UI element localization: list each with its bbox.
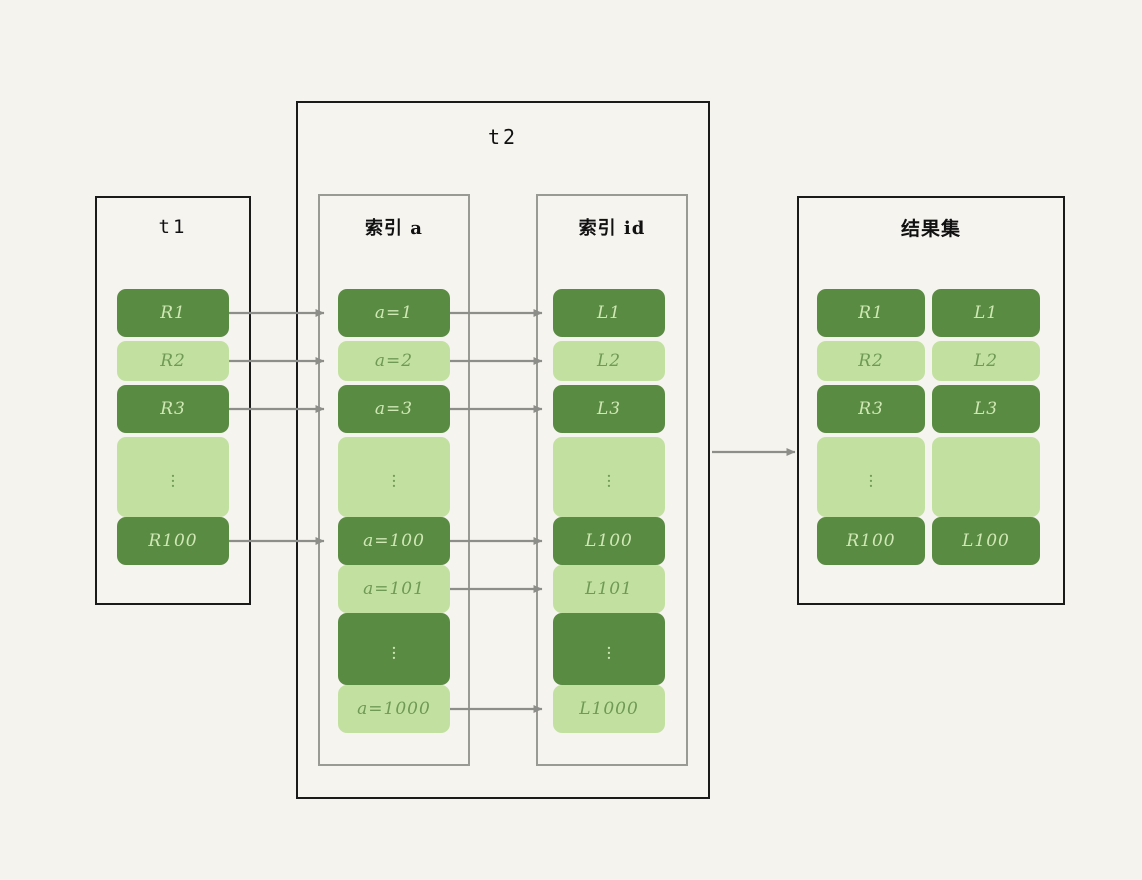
result-row-3-right: [932, 437, 1040, 517]
result-row-0-left: R1: [817, 289, 925, 337]
cell-label: R1: [858, 303, 884, 323]
cell-label: L1: [973, 303, 999, 323]
cell-label: R3: [160, 399, 186, 419]
index-id-row-7: L1000: [553, 685, 665, 733]
index-id-row-1: L2: [553, 341, 665, 381]
ellipsis-icon: ...: [868, 461, 874, 492]
result-row-3-left: ...: [817, 437, 925, 517]
t1-row-1: R2: [117, 341, 229, 381]
index-a-row-0: a=1: [338, 289, 450, 337]
cell-label: L3: [596, 399, 622, 419]
ellipsis-icon: ...: [391, 633, 397, 664]
result-row-2-left: R3: [817, 385, 925, 433]
cell-label: L3: [973, 399, 999, 419]
index-a-row-2: a=3: [338, 385, 450, 433]
index-a-row-4: a=100: [338, 517, 450, 565]
cell-label: L1: [596, 303, 622, 323]
t1-row-0: R1: [117, 289, 229, 337]
cell-label: L100: [962, 531, 1010, 551]
cell-label: a=100: [363, 531, 425, 551]
cell-label: a=101: [363, 579, 425, 599]
result-row-1-left: R2: [817, 341, 925, 381]
subpanel-index-a-title: 索引 a: [365, 218, 423, 239]
index-id-row-0: L1: [553, 289, 665, 337]
cell-label: a=3: [374, 399, 414, 419]
cell-label: L2: [973, 351, 999, 371]
result-row-2-right: L3: [932, 385, 1040, 433]
cell-label: a=1000: [357, 699, 431, 719]
cell-label: L101: [585, 579, 633, 599]
cell-label: R2: [858, 351, 884, 371]
cell-label: a=1: [374, 303, 414, 323]
ellipsis-icon: ...: [606, 461, 612, 492]
cell-label: L2: [596, 351, 622, 371]
index-a-row-3: ...: [338, 437, 450, 517]
panel-t1-title: t1: [158, 216, 188, 238]
t1-row-3: ...: [117, 437, 229, 517]
index-a-row-5: a=101: [338, 565, 450, 613]
index-a-row-1: a=2: [338, 341, 450, 381]
panel-t2-title: t2: [487, 125, 519, 149]
cell-label: L1000: [579, 699, 639, 719]
ellipsis-icon: ...: [606, 633, 612, 664]
t1-row-2: R3: [117, 385, 229, 433]
index-id-row-6: ...: [553, 613, 665, 685]
cell-label: R2: [160, 351, 186, 371]
panel-result-title: 结果集: [900, 218, 961, 240]
cell-label: R100: [846, 531, 896, 551]
result-row-4-left: R100: [817, 517, 925, 565]
result-row-1-right: L2: [932, 341, 1040, 381]
index-id-row-4: L100: [553, 517, 665, 565]
ellipsis-icon: ...: [170, 461, 176, 492]
t1-row-4: R100: [117, 517, 229, 565]
result-row-0-right: L1: [932, 289, 1040, 337]
index-a-row-7: a=1000: [338, 685, 450, 733]
index-id-row-5: L101: [553, 565, 665, 613]
ellipsis-icon: ...: [391, 461, 397, 492]
cell-label: R3: [858, 399, 884, 419]
result-row-4-right: L100: [932, 517, 1040, 565]
cell-label: R1: [160, 303, 186, 323]
index-id-row-3: ...: [553, 437, 665, 517]
index-id-row-2: L3: [553, 385, 665, 433]
cell-label: R100: [148, 531, 198, 551]
cell-label: a=2: [374, 351, 414, 371]
cell-label: L100: [585, 531, 633, 551]
subpanel-index-id-title: 索引 id: [578, 218, 646, 239]
index-a-row-6: ...: [338, 613, 450, 685]
